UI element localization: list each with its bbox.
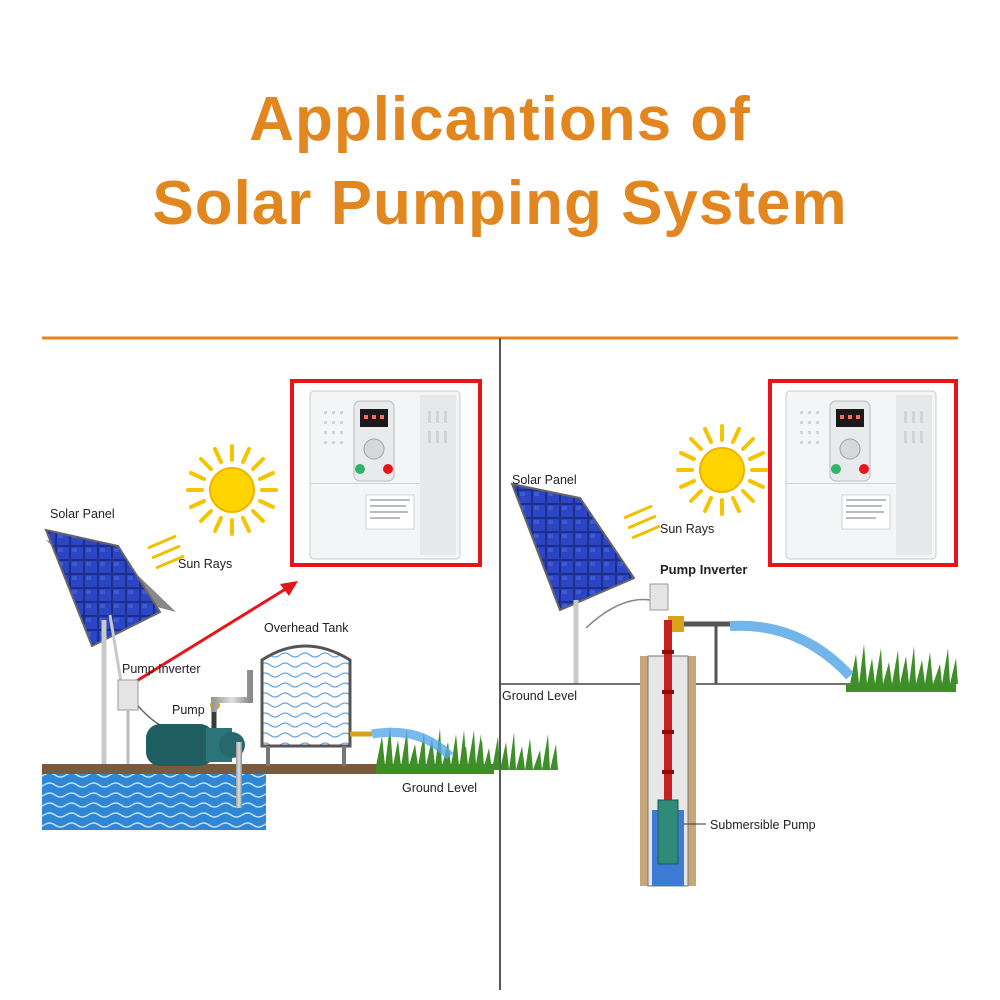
right-inverter-image xyxy=(785,390,937,560)
left-pump-inverter-box xyxy=(117,679,139,711)
left-pump-inverter-label: Pump Inverter xyxy=(122,662,201,676)
right-diagram: Solar Panel Sun Rays Pump Inverter Groun… xyxy=(500,379,958,887)
left-diagram: Solar Panel Sun Rays Pump Inverter Overh… xyxy=(42,379,558,830)
left-inverter-highlight-box xyxy=(290,379,482,567)
left-arrow xyxy=(121,583,293,692)
page-title: Applicantions of Solar Pumping System xyxy=(0,78,1000,246)
left-solar-panel-label: Solar Panel xyxy=(50,507,115,521)
left-ground-strip xyxy=(42,764,450,774)
left-inverter-image xyxy=(309,390,461,560)
right-water-stream xyxy=(729,620,854,680)
left-overhead-tank-label: Overhead Tank xyxy=(264,621,349,635)
left-sun-icon xyxy=(186,444,278,536)
right-submersible-pump-label: Submersible Pump xyxy=(710,818,816,832)
right-grass xyxy=(850,644,958,684)
title-line-2: Solar Pumping System xyxy=(152,169,848,238)
right-inverter-highlight-box xyxy=(768,379,958,567)
right-borehole xyxy=(640,620,696,887)
title-line-1: Applicantions of xyxy=(249,85,751,154)
right-pump-inverter-box xyxy=(649,583,669,611)
left-overhead-tank-icon xyxy=(260,644,352,766)
left-pump-label: Pump xyxy=(172,703,205,717)
right-solar-panel-label: Solar Panel xyxy=(512,473,577,487)
right-sun-rays-label: Sun Rays xyxy=(660,522,714,536)
left-water-stream xyxy=(371,727,454,760)
right-sun-rays-icon xyxy=(622,504,662,540)
left-ground-level-label: Ground Level xyxy=(402,781,477,795)
left-water-source xyxy=(42,772,266,830)
left-solar-panel-icon xyxy=(44,528,176,768)
right-submersible-pump-icon xyxy=(657,799,679,865)
right-sun-icon xyxy=(676,424,768,516)
left-sun-rays-label: Sun Rays xyxy=(178,557,232,571)
right-ground-level-label: Ground Level xyxy=(502,689,577,703)
right-rising-main xyxy=(664,620,672,820)
right-pump-inverter-label: Pump Inverter xyxy=(660,562,747,577)
right-solar-panel-icon xyxy=(510,482,651,684)
